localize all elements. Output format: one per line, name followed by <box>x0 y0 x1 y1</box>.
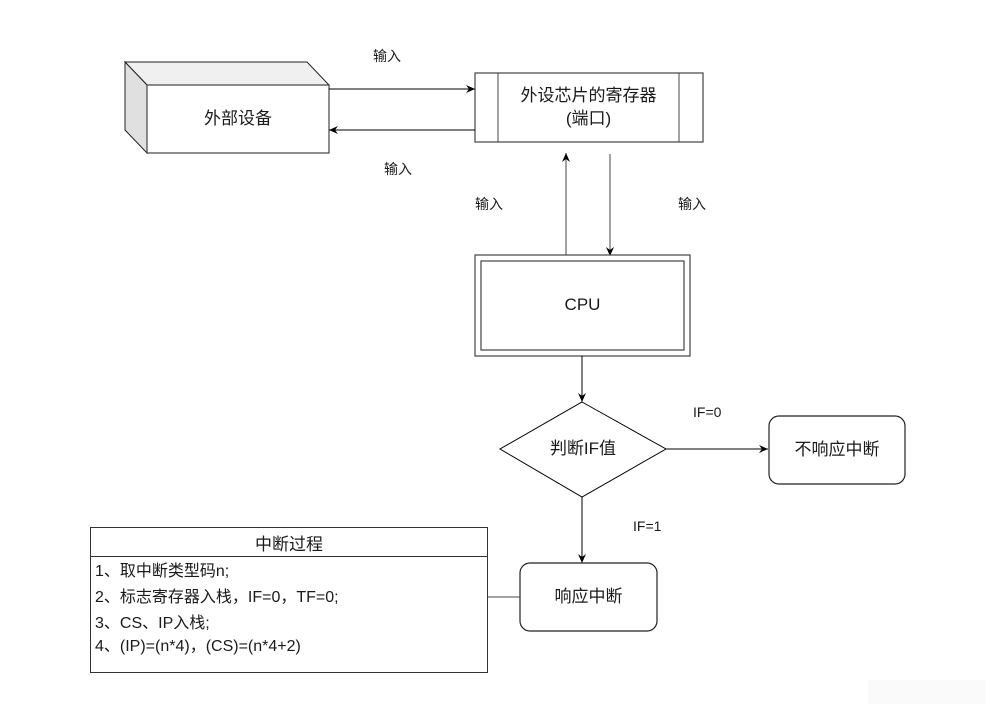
cpu-node[interactable] <box>474 254 691 357</box>
process-step: 1、取中断类型码n; <box>95 563 230 580</box>
external-device-top-face <box>123 61 331 86</box>
edge-label-device-to-register: 输入 <box>373 48 401 64</box>
decision-label: 判断IF值 <box>500 402 666 497</box>
no-response-text: 不响应中断 <box>794 439 880 459</box>
process-step-list: 1、取中断类型码n; 2、标志寄存器入栈，IF=0，TF=0; 3、CS、IP入… <box>91 557 487 659</box>
external-device-label: 外部设备 <box>147 85 329 153</box>
external-device-front-face <box>146 84 330 154</box>
edge-label-register-to-device: 输入 <box>384 161 412 177</box>
external-device-node[interactable] <box>123 60 331 155</box>
respond-label: 响应中断 <box>520 563 657 631</box>
edge-label-cpu-to-register: 输入 <box>475 196 503 212</box>
peripheral-register-label: 外设芯片的寄存器 (端口) <box>498 73 679 142</box>
process-step: 3、CS、IP入栈; <box>95 615 210 632</box>
edge-label-if-one: IF=1 <box>633 518 662 534</box>
edge-label-register-to-cpu: 输入 <box>678 196 706 212</box>
cpu-text: CPU <box>564 295 601 315</box>
register-label-line1: 外设芯片的寄存器 <box>520 86 657 106</box>
faint-watermark-area <box>868 680 986 704</box>
peripheral-register-node[interactable] <box>474 72 704 143</box>
no-response-label: 不响应中断 <box>769 416 905 484</box>
decision-text: 判断IF值 <box>549 439 617 459</box>
no-response-node[interactable] <box>768 415 906 485</box>
external-device-text: 外部设备 <box>204 108 272 128</box>
process-step: 2、标志寄存器入栈，IF=0，TF=0; <box>95 589 339 606</box>
register-label-line2: (端口) <box>565 108 612 128</box>
edge-label-if-zero: IF=0 <box>693 404 722 420</box>
respond-text: 响应中断 <box>554 586 623 606</box>
interrupt-process-panel[interactable]: 中断过程 1、取中断类型码n; 2、标志寄存器入栈，IF=0，TF=0; 3、C… <box>90 527 488 673</box>
process-step: 4、(IP)=(n*4)，(CS)=(n*4+2) <box>95 638 301 655</box>
cpu-label: CPU <box>481 261 684 350</box>
process-panel-title: 中断过程 <box>91 528 487 557</box>
